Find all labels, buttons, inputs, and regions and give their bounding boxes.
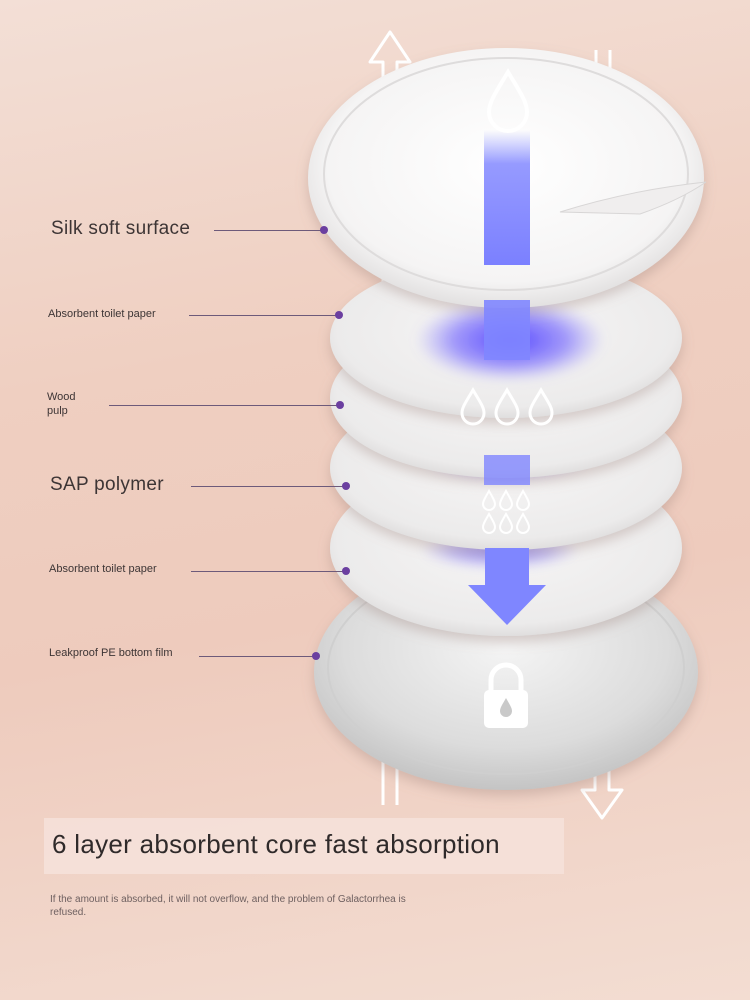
leader-dot-4	[342, 482, 350, 490]
leader-dot-5	[342, 567, 350, 575]
description-text: If the amount is absorbed, it will not o…	[50, 894, 406, 918]
leader-line-2	[189, 315, 336, 316]
layer-label-4: SAP polymer	[50, 474, 164, 495]
leader-line-1	[214, 230, 321, 231]
leader-line-5	[191, 571, 343, 572]
leader-dot-6	[312, 652, 320, 660]
water-drop-icon	[460, 387, 554, 426]
leader-dot-3	[336, 401, 344, 409]
leader-line-6	[199, 656, 313, 657]
water-drop-icon	[481, 488, 531, 534]
layer-label-3: Wood pulp	[47, 391, 76, 417]
up-arrow-icon	[368, 30, 412, 805]
layer-label-5: Absorbent toilet paper	[49, 563, 157, 575]
layer-label-6: Leakproof PE bottom film	[49, 647, 173, 659]
leader-dot-1	[320, 226, 328, 234]
water-drop-icon	[486, 68, 530, 133]
layer-label-1: Silk soft surface	[51, 218, 191, 239]
headline-box: 6 layer absorbent core fast absorption	[44, 818, 564, 874]
headline-text: 6 layer absorbent core fast absorption	[52, 829, 500, 859]
leader-line-3	[109, 405, 337, 406]
leader-line-4	[191, 486, 343, 487]
layer-label-2: Absorbent toilet paper	[48, 308, 156, 320]
leader-dot-2	[335, 311, 343, 319]
lock-icon	[484, 662, 528, 728]
